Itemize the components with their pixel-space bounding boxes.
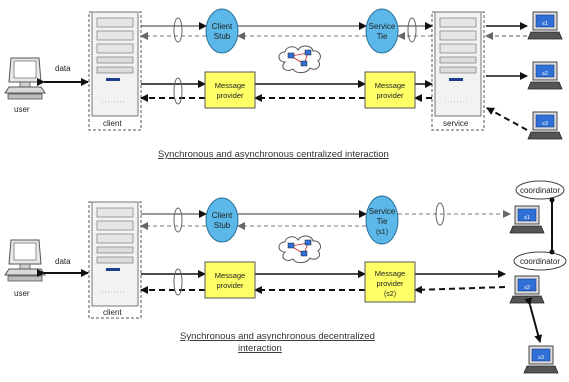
bottom-client-label: client	[103, 308, 122, 317]
svg-text:provider: provider	[376, 279, 404, 288]
top-network-cloud-icon	[278, 45, 321, 74]
bottom-caption-line-1: Synchronous and asynchronous decentraliz…	[180, 331, 375, 342]
svg-text:Message: Message	[215, 271, 245, 280]
bottom-coordinator-top: coordinator	[515, 180, 565, 200]
svg-text:s1: s1	[524, 215, 530, 221]
svg-text:(s2): (s2)	[384, 291, 396, 298]
bottom-user-computer-icon	[4, 239, 46, 282]
svg-text:Tie: Tie	[377, 32, 388, 41]
top-service-label: service	[443, 119, 469, 128]
svg-text:coordinator: coordinator	[520, 257, 560, 266]
top-diagram: user data client service Client Stub Ser…	[4, 8, 563, 160]
svg-text:Client: Client	[212, 211, 233, 220]
bottom-message-provider-right: Message provider (s2)	[364, 261, 416, 303]
bottom-service-tie: Service Tie (s1)	[365, 195, 399, 245]
svg-text:Stub: Stub	[214, 221, 231, 230]
svg-text:Stub: Stub	[214, 32, 231, 41]
svg-text:Service: Service	[369, 22, 396, 31]
bottom-caption-line-2: interaction	[238, 343, 282, 354]
bottom-diagram: user data client Client Stub Service Tie…	[4, 180, 567, 374]
svg-text:Service: Service	[369, 207, 396, 216]
bottom-coordinator-bottom: coordinator	[513, 251, 567, 271]
top-service-server-icon	[434, 11, 482, 117]
bottom-client-server-icon	[91, 201, 139, 307]
bottom-user-label: user	[14, 289, 30, 298]
svg-text:s2: s2	[542, 71, 548, 77]
top-message-provider-right: Message provider	[364, 71, 416, 109]
svg-text:provider: provider	[216, 281, 244, 290]
bottom-network-cloud-icon	[278, 235, 321, 264]
svg-text:Client: Client	[212, 22, 233, 31]
svg-text:provider: provider	[376, 91, 404, 100]
top-user-label: user	[14, 105, 30, 114]
top-client-stub: Client Stub	[205, 8, 239, 54]
top-service-tie: Service Tie	[365, 8, 399, 54]
svg-text:provider: provider	[216, 91, 244, 100]
svg-text:(s1): (s1)	[376, 229, 388, 236]
svg-text:coordinator: coordinator	[520, 186, 560, 195]
top-data-label: data	[55, 64, 71, 73]
svg-text:Message: Message	[375, 269, 405, 278]
svg-text:Message: Message	[215, 81, 245, 90]
top-user-computer-icon	[4, 57, 46, 100]
top-message-provider-left: Message provider	[204, 71, 256, 109]
svg-text:Message: Message	[375, 81, 405, 90]
top-client-server-icon	[91, 11, 139, 117]
bottom-client-stub: Client Stub	[205, 197, 239, 243]
svg-text:s3: s3	[542, 121, 548, 127]
svg-text:s3: s3	[538, 355, 544, 361]
top-client-label: client	[103, 119, 122, 128]
svg-text:s1: s1	[542, 21, 548, 27]
top-caption: Synchronous and asynchronous centralized…	[158, 149, 389, 160]
bottom-data-label: data	[55, 257, 71, 266]
bottom-message-provider-left: Message provider	[204, 261, 256, 299]
svg-text:s2: s2	[524, 285, 530, 291]
svg-text:Tie: Tie	[377, 217, 388, 226]
